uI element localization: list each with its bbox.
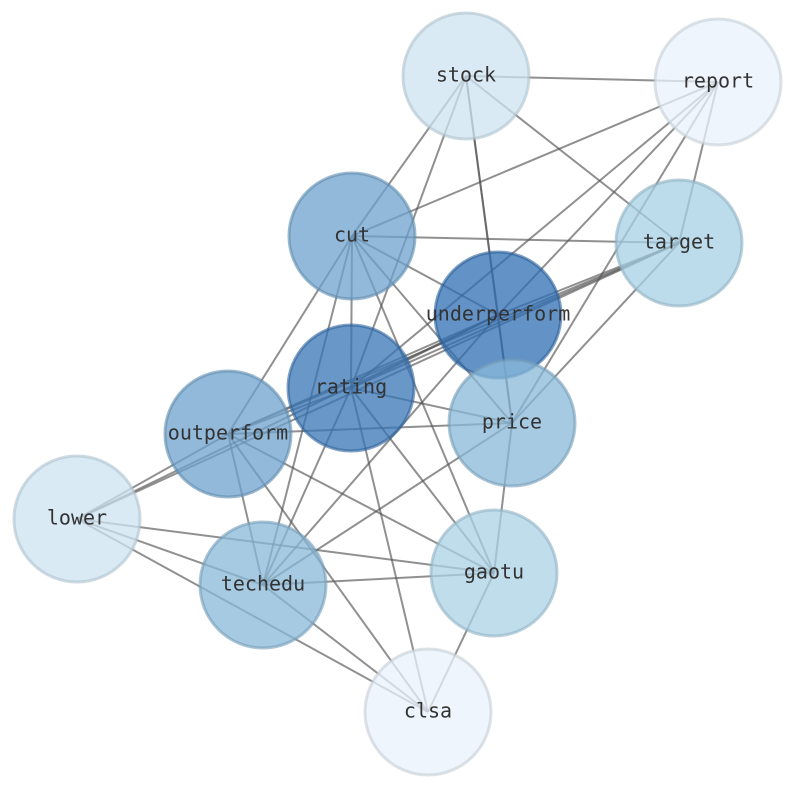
- node-price[interactable]: price: [447, 358, 577, 488]
- node-label-target: target: [643, 230, 715, 254]
- node-techedu[interactable]: techedu: [198, 520, 328, 650]
- node-circle-stock[interactable]: [401, 11, 531, 141]
- node-cut[interactable]: cut: [287, 171, 417, 301]
- node-circle-clsa[interactable]: [363, 647, 493, 777]
- node-label-stock: stock: [436, 63, 496, 87]
- node-label-lower: lower: [47, 506, 107, 530]
- node-target[interactable]: target: [614, 178, 744, 308]
- node-circle-cut[interactable]: [287, 171, 417, 301]
- node-circle-outperform[interactable]: [163, 369, 293, 499]
- node-circle-price[interactable]: [447, 358, 577, 488]
- edge-report-price: [511, 81, 719, 424]
- node-label-report: report: [682, 69, 754, 93]
- node-label-clsa: clsa: [404, 699, 452, 723]
- node-label-rating: rating: [315, 375, 387, 399]
- edge-report-cut: [351, 81, 719, 237]
- node-report[interactable]: report: [653, 17, 783, 147]
- node-label-gaotu: gaotu: [464, 560, 524, 584]
- node-label-techedu: techedu: [221, 572, 305, 596]
- node-label-price: price: [482, 410, 542, 434]
- node-circle-lower[interactable]: [12, 454, 142, 584]
- node-outperform[interactable]: outperform: [163, 369, 293, 499]
- node-lower[interactable]: lower: [12, 454, 142, 584]
- node-circle-gaotu[interactable]: [429, 508, 559, 638]
- node-circle-target[interactable]: [614, 178, 744, 308]
- node-stock[interactable]: stock: [401, 11, 531, 141]
- nodes-layer: stock report cut target underperform rating pr…: [12, 11, 783, 777]
- node-circle-rating[interactable]: [286, 323, 416, 453]
- node-circle-report[interactable]: [653, 17, 783, 147]
- node-label-outperform: outperform: [168, 421, 288, 445]
- node-label-underperform: underperform: [426, 302, 571, 326]
- node-gaotu[interactable]: gaotu: [429, 508, 559, 638]
- node-label-cut: cut: [334, 223, 370, 247]
- node-clsa[interactable]: clsa: [363, 647, 493, 777]
- node-circle-techedu[interactable]: [198, 520, 328, 650]
- node-underperform[interactable]: underperform: [426, 250, 571, 380]
- node-rating[interactable]: rating: [286, 323, 416, 453]
- edge-report-rating: [350, 81, 719, 389]
